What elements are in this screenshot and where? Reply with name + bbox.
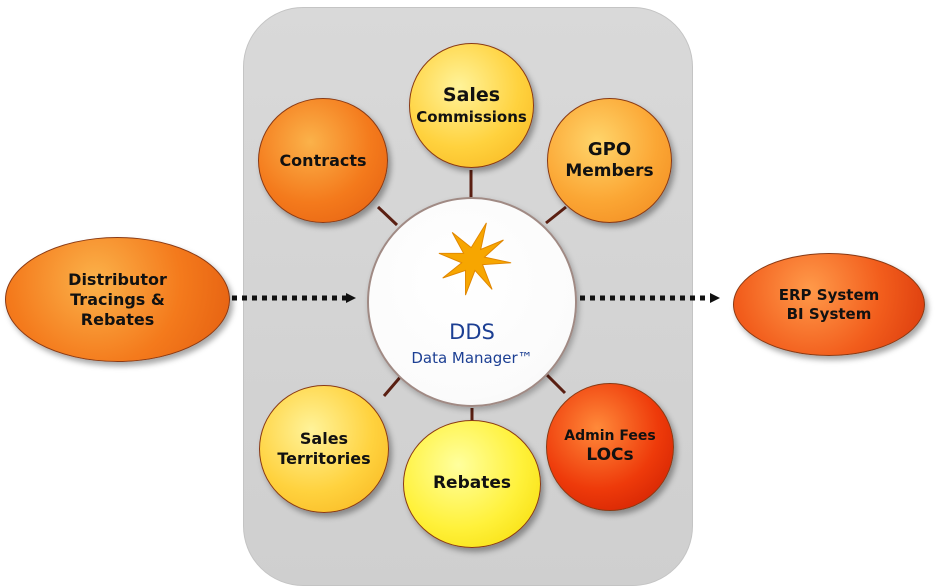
module-label-line: Rebates [432,473,512,494]
module-label-line: Territories [277,449,371,468]
connector-contracts [376,205,399,227]
module-label-line: Commissions [416,108,527,126]
starburst-logo-icon [438,222,512,296]
module-label-line: Admin Fees [564,427,656,444]
module-label-line: Sales [442,84,501,107]
connector-admin-fees [543,371,567,395]
module-label-line: GPO [587,138,632,160]
hub-circle: DDS Data Manager™ [367,197,577,407]
output-erp-bi-system: ERP System BI System [733,253,925,356]
module-admin-fees: Admin Fees LOCs [546,383,674,511]
connector-gpo-members [545,205,567,225]
module-label-line: LOCs [586,445,634,466]
module-contracts: Contracts [258,98,388,223]
module-label-line: Sales [299,429,349,448]
module-sales-commissions: Sales Commissions [409,43,534,168]
output-label-line: BI System [786,304,872,323]
input-label-line: Rebates [80,309,155,329]
module-sales-territories: Sales Territories [259,385,389,513]
module-rebates: Rebates [403,420,541,548]
module-label-line: Members [565,161,654,182]
output-label-line: ERP System [778,285,880,304]
input-distributor-tracings: Distributor Tracings & Rebates [5,237,230,362]
input-label-line: Distributor [68,269,167,289]
module-gpo-members: GPO Members [547,98,672,223]
hub-title: DDS [449,320,495,344]
connector-sales-territories [382,374,404,397]
hub-subtitle: Data Manager™ [411,349,533,367]
module-label-line: Contracts [279,150,367,170]
input-label-line: Tracings & [70,289,165,309]
